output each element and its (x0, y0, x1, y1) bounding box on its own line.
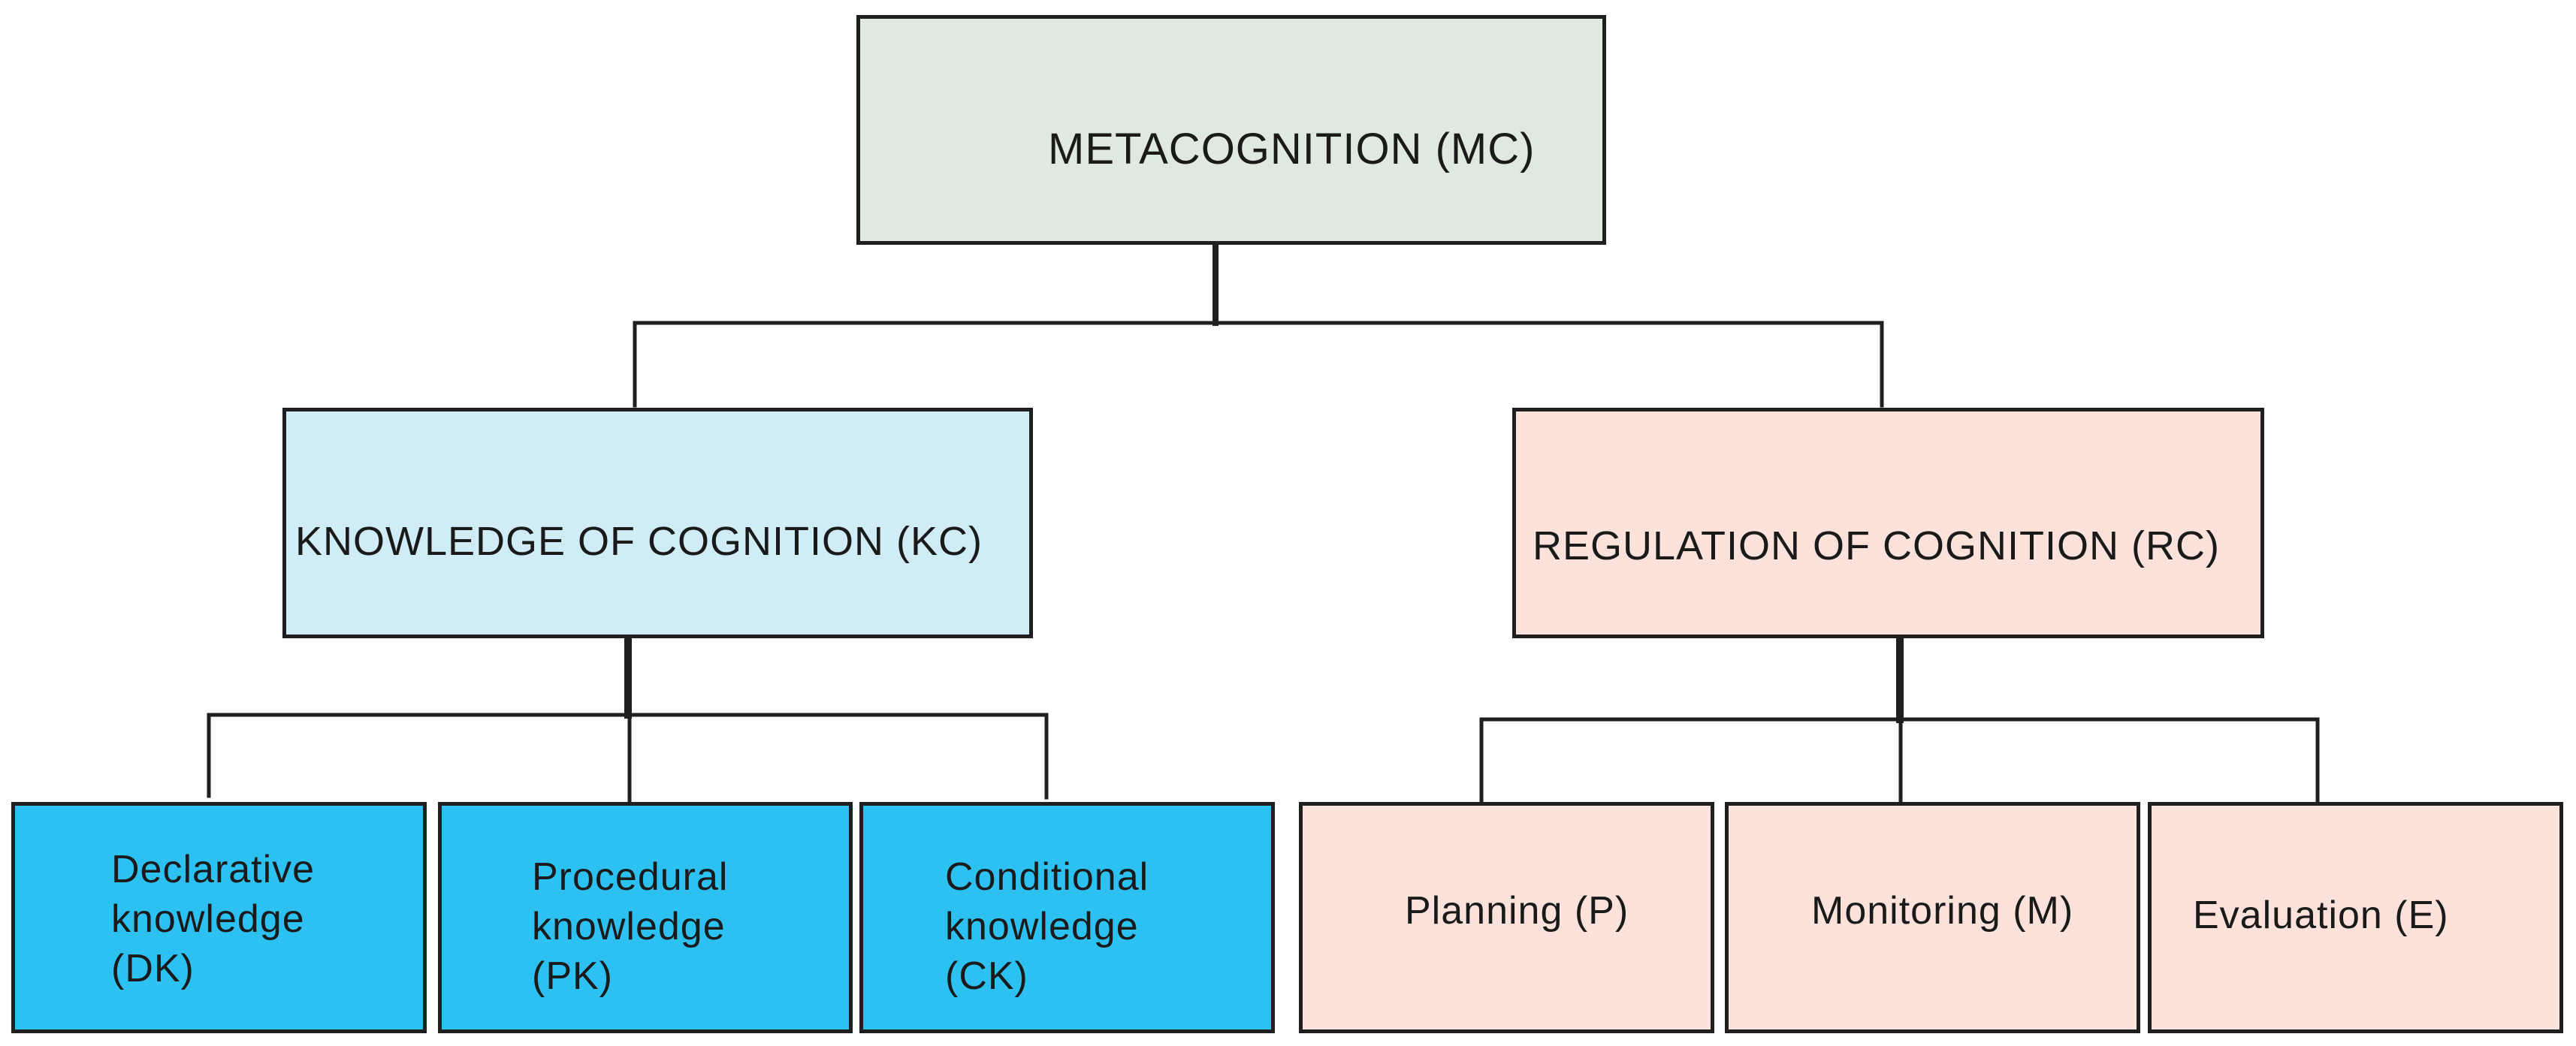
monitoring-box: Monitoring (M) (1725, 802, 2140, 1033)
knowledge-of-cognition-box: KNOWLEDGE OF COGNITION (KC) (282, 408, 1033, 638)
monitoring-label: Monitoring (M) (1811, 889, 2074, 933)
regulation-of-cognition-label: REGULATION OF COGNITION (RC) (1533, 523, 2220, 568)
declarative-knowledge-label: Declarative knowledge (DK) (111, 848, 316, 990)
planning-box: Planning (P) (1299, 802, 1714, 1033)
conditional-knowledge-label: Conditional knowledge (CK) (945, 855, 1149, 998)
evaluation-label: Evaluation (E) (2193, 894, 2449, 937)
evaluation-box: Evaluation (E) (2148, 802, 2563, 1033)
procedural-knowledge-box: Procedural knowledge (PK) (438, 802, 853, 1033)
metacognition-box: METACOGNITION (MC) (856, 15, 1606, 245)
conditional-knowledge-box: Conditional knowledge (CK) (859, 802, 1275, 1033)
knowledge-of-cognition-label: KNOWLEDGE OF COGNITION (KC) (295, 519, 983, 564)
regulation-of-cognition-box: REGULATION OF COGNITION (RC) (1512, 408, 2264, 638)
planning-label: Planning (P) (1405, 889, 1629, 933)
metacognition-label: METACOGNITION (MC) (1048, 125, 1536, 173)
declarative-knowledge-box: Declarative knowledge (DK) (11, 802, 427, 1033)
procedural-knowledge-label: Procedural knowledge (PK) (532, 855, 729, 998)
